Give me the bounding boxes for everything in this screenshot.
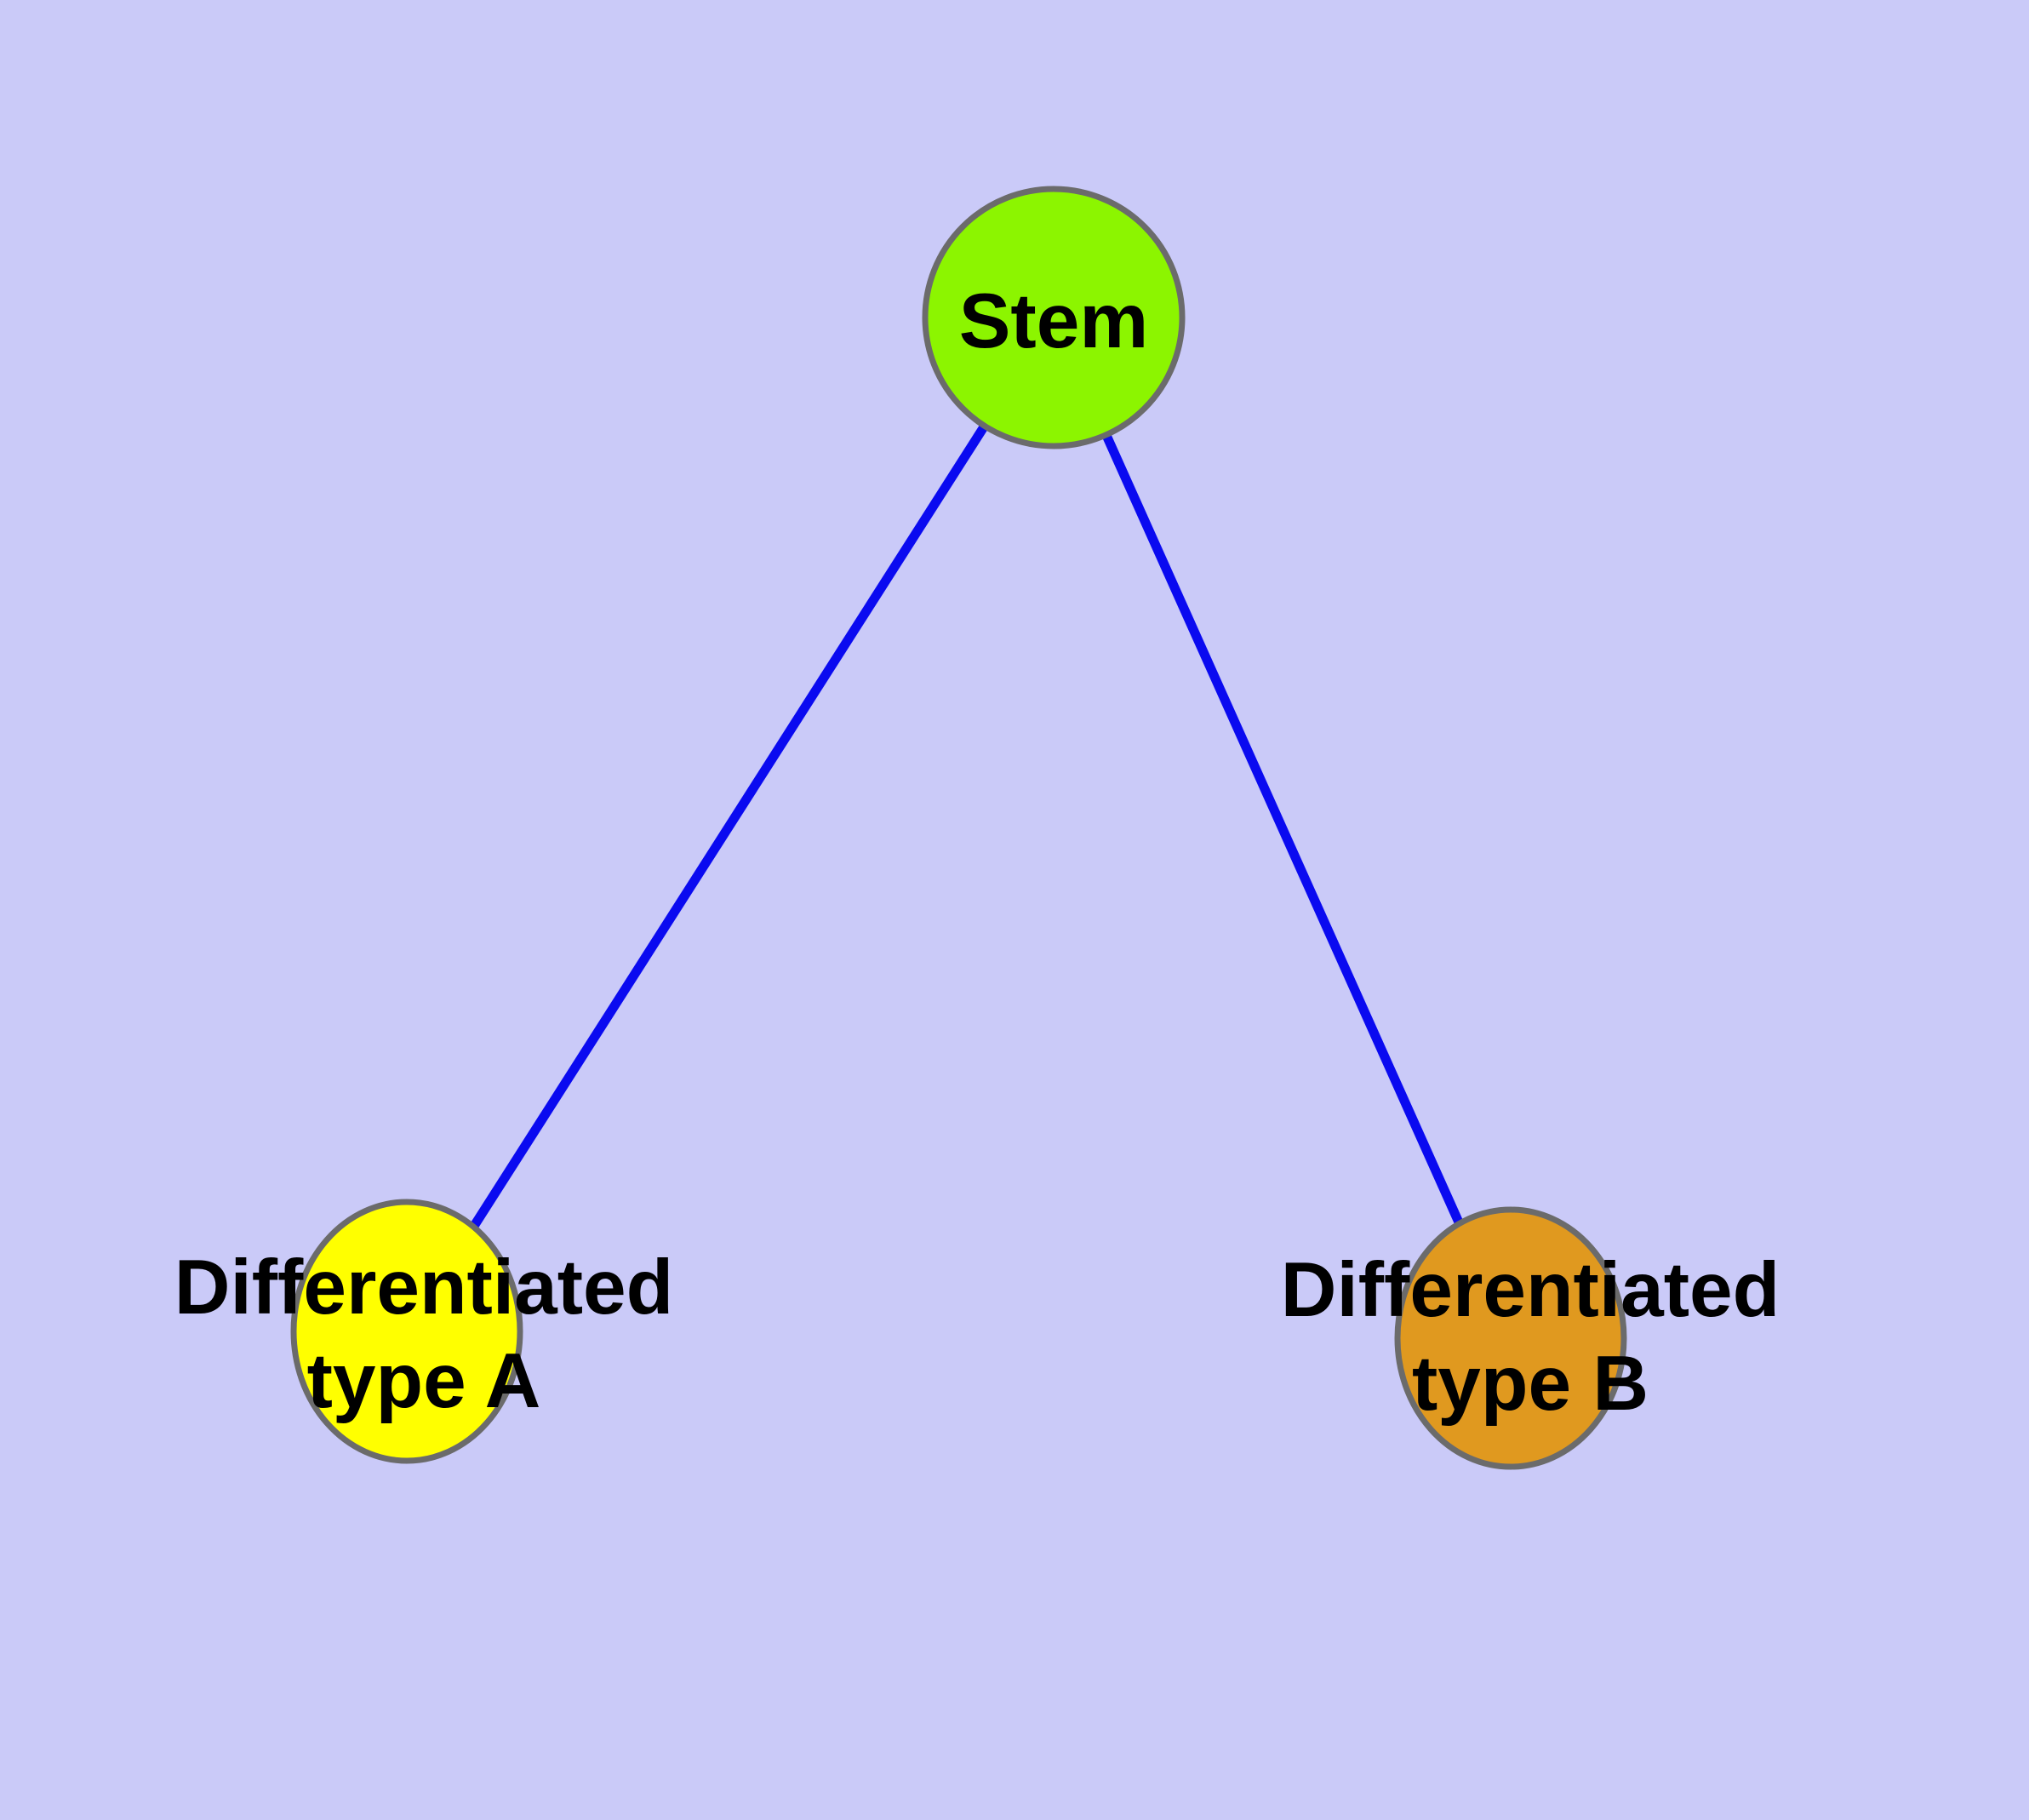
node-differentiated-type-b-shape <box>1394 1206 1627 1470</box>
edge-stem-to-type-a <box>403 315 1058 1334</box>
node-differentiated-type-a <box>290 1199 523 1464</box>
node-differentiated-type-b <box>1394 1206 1627 1470</box>
node-differentiated-type-a-shape <box>290 1199 523 1464</box>
node-stem-shape <box>922 186 1186 449</box>
edge-stem-to-type-b <box>1049 315 1516 1341</box>
node-stem <box>922 186 1186 449</box>
